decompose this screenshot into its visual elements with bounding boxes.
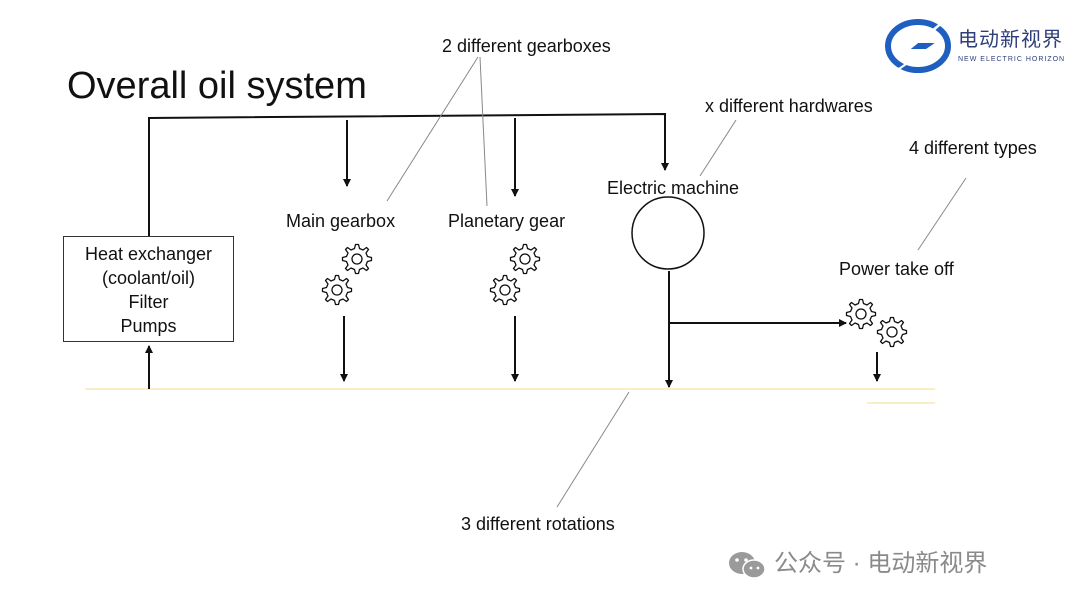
electric-machine-label: Electric machine	[607, 178, 740, 198]
slide-title: Overall oil system	[67, 65, 367, 107]
heat-exchanger-line: (coolant/oil)	[101, 268, 196, 288]
supply-line	[148, 112, 669, 236]
power-take-off-label: Power take off	[839, 259, 954, 279]
lightning-logo-icon	[885, 15, 951, 79]
heat-exchanger-line: Filter	[128, 292, 169, 312]
heat-exchanger-box: Heat exchanger (coolant/oil) Filter Pump…	[63, 236, 234, 342]
logo-name: 电动新视界	[958, 29, 1063, 51]
leader-gearboxes-main	[386, 56, 479, 202]
types-annotation: 4 different types	[909, 138, 1037, 158]
power-take-off-gear-icon	[845, 298, 908, 348]
wechat-icon	[729, 552, 766, 579]
main-gearbox-label: Main gearbox	[286, 211, 396, 231]
gearboxes-annotation: 2 different gearboxes	[442, 36, 611, 56]
leader-rotations	[556, 391, 630, 508]
planetary-gear-icon	[489, 243, 541, 306]
heat-exchanger-line: Heat exchanger	[84, 244, 213, 264]
logo-subtitle: NEW ELECTRIC HORIZON	[958, 56, 1066, 63]
footer-watermark: 公众号 · 电动新视界	[774, 550, 988, 577]
main-gearbox-gear-icon	[321, 243, 373, 306]
leader-gearboxes-planetary	[479, 56, 488, 207]
leader-hardwares	[699, 119, 737, 177]
hardwares-annotation: x different hardwares	[705, 96, 873, 116]
leader-types	[917, 177, 967, 251]
electric-machine-circle	[631, 196, 705, 270]
rotations-annotation: 3 different rotations	[461, 514, 615, 534]
heat-exchanger-line: Pumps	[120, 316, 177, 336]
planetary-gear-label: Planetary gear	[448, 211, 566, 231]
